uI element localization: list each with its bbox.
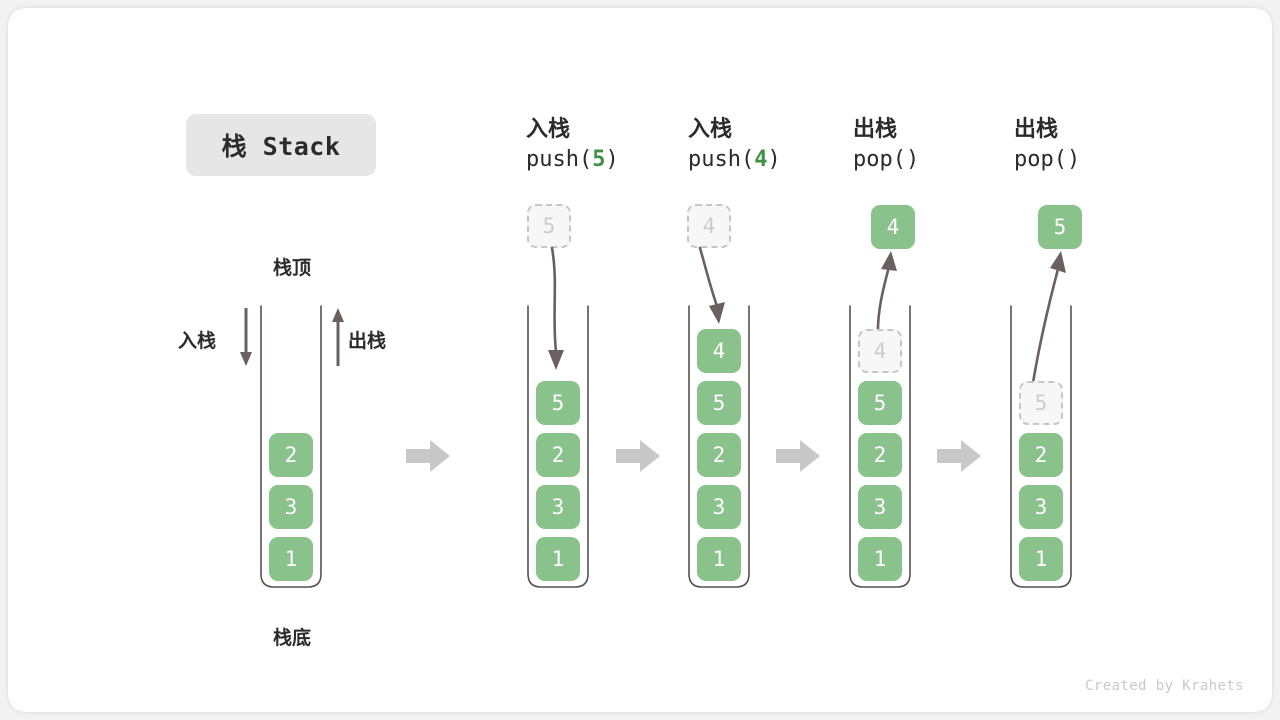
stack-container-tube [688,305,750,588]
stack-cell: 3 [1019,485,1063,529]
stack-container-tube [1010,305,1072,588]
stack-container-tube [260,305,322,588]
arrow-up-icon [332,308,344,366]
stack-bottom-label: 栈底 [272,627,311,649]
arrow-down-icon [240,308,252,366]
stack-cell: 3 [697,485,741,529]
stack-cell: 2 [697,433,741,477]
stack-cell: 3 [858,485,902,529]
stack-cell: 3 [269,485,313,529]
floating-value-push-4: 4 [687,204,731,248]
stack-cell: 2 [1019,433,1063,477]
stage-heading-pop-4: 出栈 pop() [853,117,920,172]
curved-arrow-into-stack-icon [548,246,564,370]
stack-cell: 5 [536,381,580,425]
push-side-label: 入栈 [178,330,217,352]
stack-cell: 2 [269,433,313,477]
stack-cell: 2 [858,433,902,477]
popped-value-4: 4 [871,205,915,249]
stack-cell: 4 [697,329,741,373]
flow-arrow-right-icon [937,440,981,472]
page-title: 栈 Stack [221,132,341,161]
ghost-cell-popped-5: 5 [1019,381,1063,425]
stack-cell: 1 [858,537,902,581]
curved-arrow-out-of-stack-icon [1030,251,1066,391]
stack-container-tube [849,305,911,588]
stack-cell: 5 [858,381,902,425]
stack-cell: 1 [697,537,741,581]
stack-cell: 3 [536,485,580,529]
flow-arrow-right-icon [776,440,820,472]
diagram-title-badge: 栈 Stack [186,114,376,176]
stage-heading-push-4: 入栈 push(4) [688,117,781,172]
stack-cell: 1 [1019,537,1063,581]
credit-footer: Created by Krahets [1085,678,1244,694]
floating-value-push-5: 5 [527,204,571,248]
flow-arrow-right-icon [406,440,450,472]
stage-heading-push-5: 入栈 push(5) [526,117,619,172]
curved-arrow-into-stack-icon [698,246,725,324]
stack-cell: 5 [697,381,741,425]
diagram-canvas: 栈 Stack 栈顶 入栈 出栈 2 3 1 栈底 入栈 push(5) 5 [8,8,1272,712]
pop-side-label: 出栈 [348,330,387,352]
stack-cell: 2 [536,433,580,477]
ghost-cell-popped-4: 4 [858,329,902,373]
popped-value-5: 5 [1038,205,1082,249]
flow-arrow-right-icon [616,440,660,472]
stack-top-label: 栈顶 [272,257,311,279]
stack-cell: 1 [536,537,580,581]
stage-heading-pop-5: 出栈 pop() [1014,117,1081,172]
stack-container-tube [527,305,589,588]
stack-cell: 1 [269,537,313,581]
